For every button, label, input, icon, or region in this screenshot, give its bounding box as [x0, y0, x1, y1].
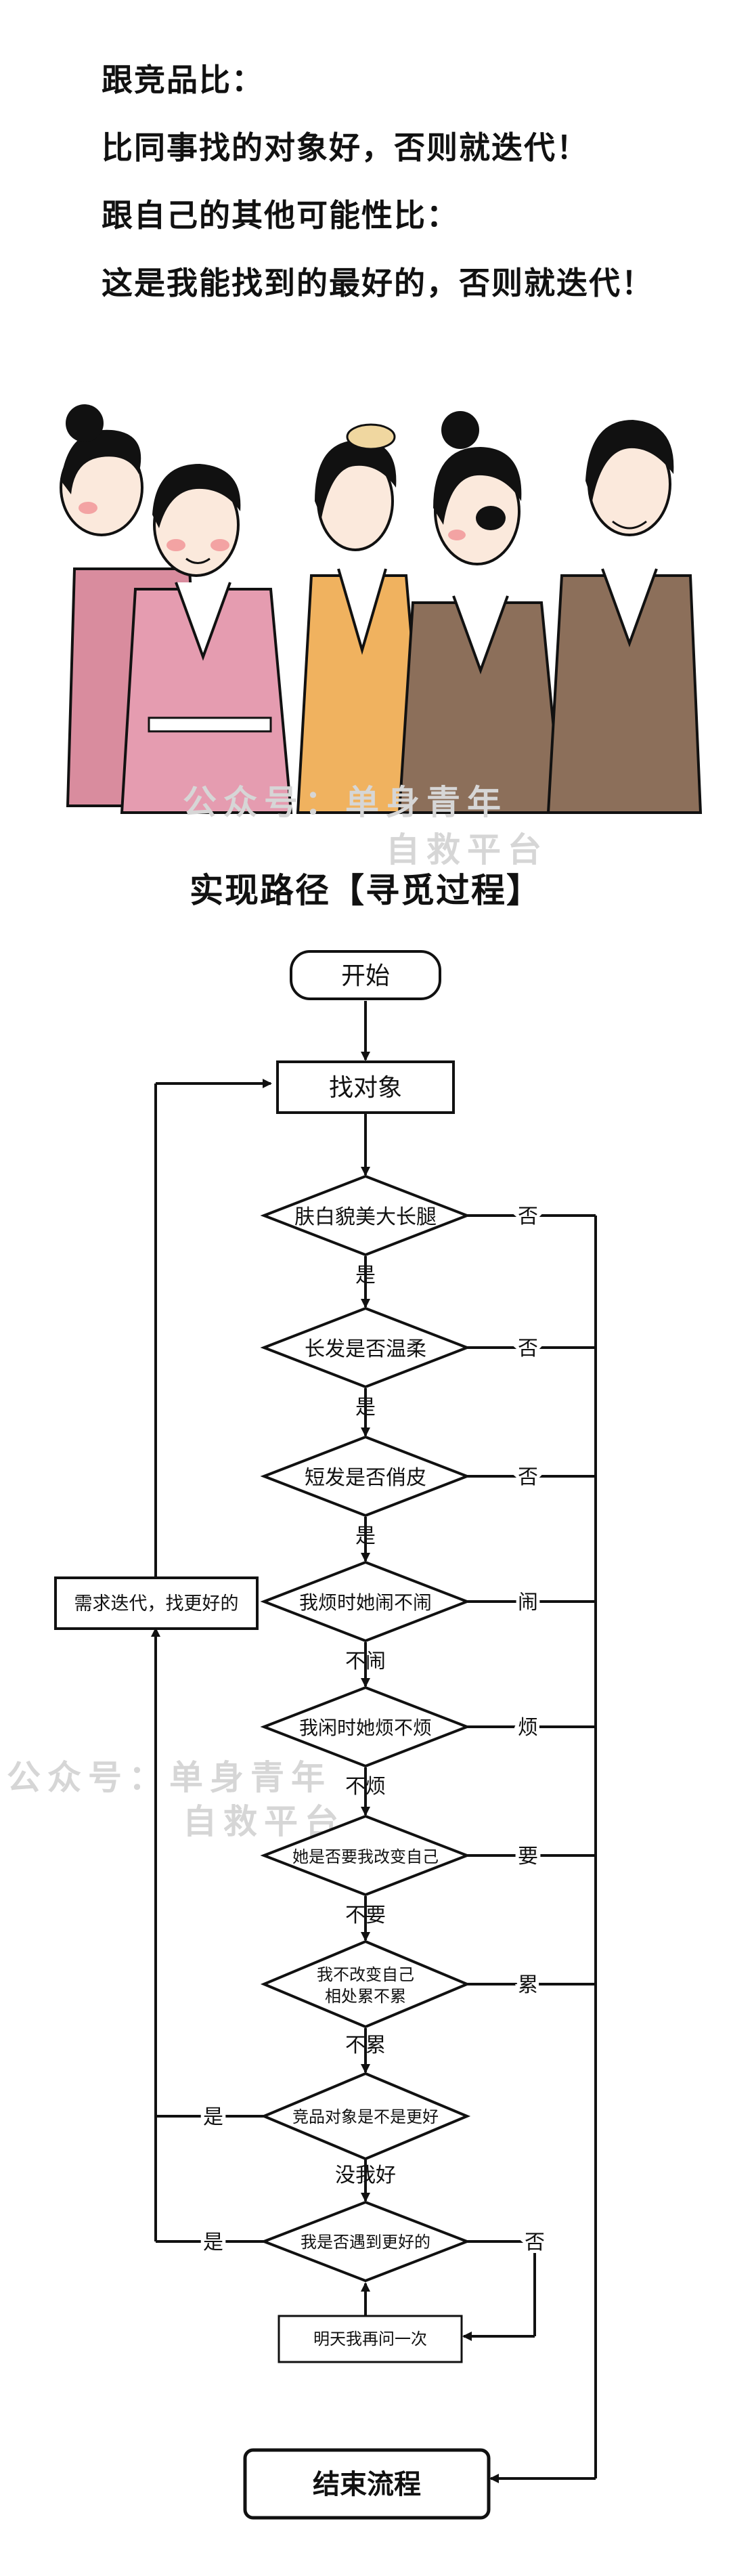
people-illustration: [60, 404, 703, 814]
node-find: 找对象: [276, 1060, 455, 1114]
watermark-mid-line1: 公众号：单身青年: [7, 1758, 332, 1797]
decision-6-label: 她是否要我改变自己: [292, 1847, 439, 1866]
decision-4-label: 我烦时她闹不闹: [299, 1591, 432, 1614]
watermark-top-line2: 自救平台: [386, 830, 548, 870]
watermark-mid-line2: 自救平台: [183, 1802, 345, 1841]
person-3: [296, 423, 428, 814]
label-d4-no-nao: 不闹: [345, 1650, 386, 1673]
node-end-label: 结束流程: [313, 2469, 421, 2500]
label-d9-no: 否: [525, 2231, 545, 2254]
intro-line-4: 这是我能找到的最好的，否则就迭代！: [102, 265, 654, 301]
node-end: 结束流程: [243, 2448, 491, 2520]
label-d7-lei: 累: [518, 1973, 538, 1997]
label-d6-no-yao: 不要: [345, 1904, 386, 1927]
decision-7-label-2: 相处累不累: [325, 1987, 406, 2006]
label-d2-yes: 是: [355, 1396, 376, 1419]
node-ask-again-label: 明天我再问一次: [313, 2330, 427, 2348]
label-d2-no: 否: [518, 1337, 538, 1360]
decision-6: 她是否要我改变自己: [260, 1814, 471, 1897]
intro-line-3: 跟自己的其他可能性比：: [102, 197, 459, 234]
label-d5-no-fan: 不烦: [345, 1775, 386, 1799]
label-d9-yes: 是: [203, 2231, 223, 2254]
label-d8-yes: 是: [203, 2105, 223, 2129]
decision-1: 肤白貌美大长腿: [260, 1174, 471, 1257]
decision-2-label: 长发是否温柔: [305, 1337, 426, 1361]
decision-1-label: 肤白貌美大长腿: [294, 1205, 437, 1229]
decision-2: 长发是否温柔: [260, 1306, 471, 1389]
label-d7-no-lei: 不累: [345, 2034, 386, 2057]
label-d1-no: 否: [518, 1205, 538, 1228]
node-start-label: 开始: [341, 962, 390, 990]
label-d3-yes: 是: [355, 1524, 376, 1548]
label-d1-yes: 是: [355, 1264, 376, 1287]
label-d4-nao: 闹: [518, 1591, 538, 1614]
decision-8: 竞品对象是不是更好: [260, 2071, 471, 2161]
decision-9-label: 我是否遇到更好的: [301, 2233, 430, 2252]
node-find-label: 找对象: [329, 1074, 402, 1102]
intro-line-2: 比同事找的对象好，否则就迭代！: [102, 129, 589, 166]
intro-line-1: 跟竞品比：: [102, 62, 264, 98]
label-d8-mei-wo-hao: 没我好: [335, 2164, 396, 2187]
decision-5: 我闲时她烦不烦: [260, 1686, 471, 1768]
decision-8-label: 竞品对象是不是更好: [292, 2107, 439, 2126]
label-d6-yao: 要: [518, 1845, 538, 1868]
person-2: [120, 464, 293, 814]
node-start: 开始: [290, 950, 441, 1000]
node-ask-again: 明天我再问一次: [278, 2315, 463, 2363]
decision-3: 短发是否俏皮: [260, 1435, 471, 1518]
person-5: [546, 420, 703, 814]
node-iterate-label: 需求迭代，找更好的: [74, 1593, 239, 1614]
decision-7-label-1: 我不改变自己: [317, 1965, 414, 1984]
section-title: 实现路径【寻觅过程】: [190, 871, 541, 910]
label-d3-no: 否: [518, 1465, 538, 1489]
decision-9: 我是否遇到更好的: [260, 2200, 471, 2283]
person-4: [397, 411, 564, 814]
watermark-top-line1: 公众号：单身青年: [183, 783, 508, 822]
intro-text: 跟竞品比： 比同事找的对象好，否则就迭代！ 跟自己的其他可能性比： 这是我能找到…: [102, 64, 697, 335]
decision-3-label: 短发是否俏皮: [305, 1466, 426, 1490]
decision-4: 我烦时她闹不闹: [260, 1560, 471, 1643]
decision-5-label: 我闲时她烦不烦: [299, 1717, 432, 1739]
label-d5-fan: 烦: [518, 1716, 538, 1740]
decision-7: 我不改变自己 相处累不累: [260, 1939, 471, 2029]
node-iterate: 需求迭代，找更好的: [54, 1576, 259, 1630]
